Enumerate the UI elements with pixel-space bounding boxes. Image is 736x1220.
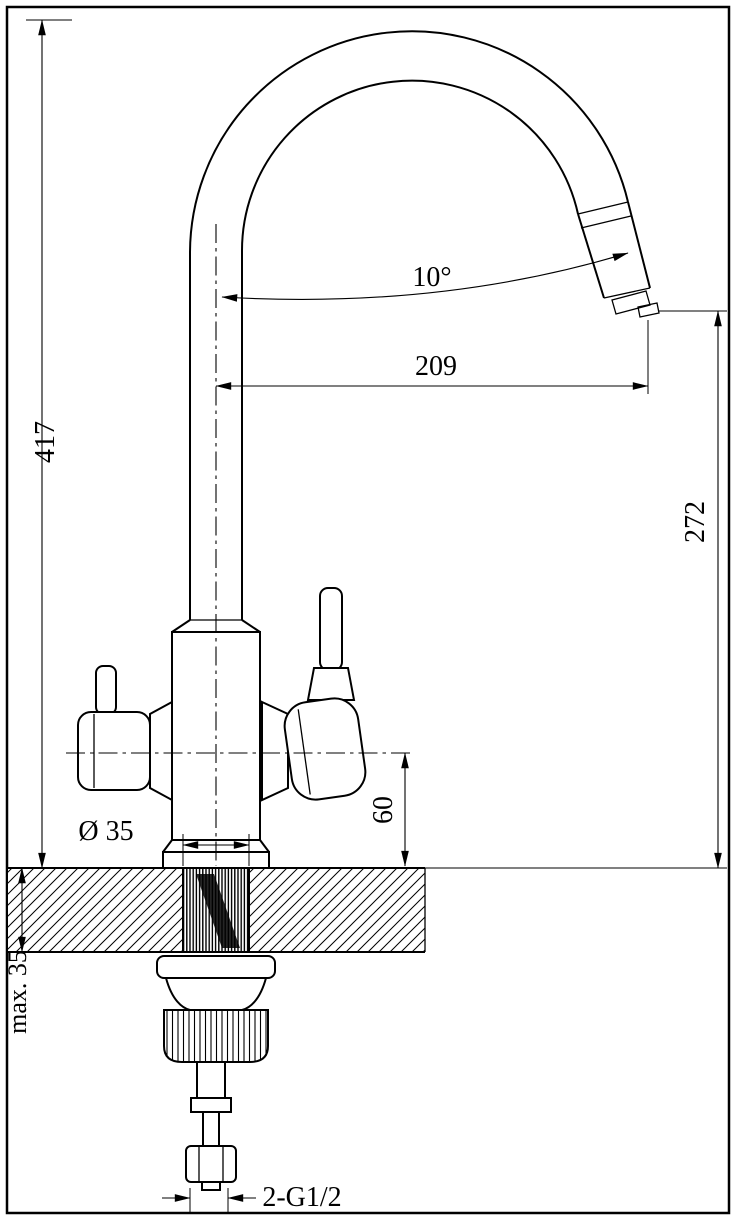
- countertop-hatch-left: [8, 869, 183, 952]
- washer-plate: [156, 955, 276, 979]
- dim-417-label: 417: [30, 421, 61, 463]
- dim-272-label: 272: [680, 501, 711, 543]
- spout-joint-line-1: [577, 201, 629, 215]
- dim-thread-label: 2-G1/2: [262, 1182, 341, 1213]
- dim-209-label: 209: [415, 351, 457, 382]
- hose-nut-stub: [201, 1181, 221, 1191]
- body-flare-left: [171, 619, 191, 633]
- left-handle-knob: [95, 665, 117, 715]
- hose-nut: [185, 1145, 237, 1191]
- aerator-tip: [637, 302, 660, 318]
- dim-dia-label: Ø 35: [78, 816, 133, 847]
- countertop: [8, 867, 727, 953]
- drawing-border-frame: [5, 5, 731, 1215]
- dim-max35-label: max. 35: [3, 950, 32, 1034]
- shank-thread-shading: [196, 874, 240, 948]
- left-handle-grip: [77, 711, 151, 791]
- mounting-dome: [164, 977, 268, 1011]
- right-handle-bell: [283, 697, 367, 801]
- mounting-hardware: [156, 955, 276, 1191]
- faucet-spout: [189, 30, 660, 318]
- hose-nut-body: [185, 1145, 237, 1183]
- spout-outer-curve: [189, 30, 629, 253]
- left-handle: [77, 665, 173, 802]
- dim-angle-label: 10°: [412, 262, 451, 293]
- left-handle-hub: [149, 700, 173, 802]
- spout-joint-line-2: [580, 215, 632, 229]
- supply-tube-upper: [196, 1061, 226, 1099]
- hose-nut-facets: [198, 1147, 224, 1181]
- right-handle-bell-seam: [297, 709, 311, 795]
- right-handle: [261, 587, 367, 802]
- dimension-deck-thickness: max. 35: [3, 867, 32, 1034]
- base-flare-right: [259, 839, 270, 853]
- right-handle-lever-cone: [306, 667, 356, 701]
- dimension-outlet-height: 272: [658, 310, 727, 869]
- dimension-inlet-thread: 2-G1/2: [162, 1182, 342, 1213]
- knurled-lock-nut: [163, 1009, 269, 1063]
- dim-dia-extensions: [182, 834, 250, 866]
- right-handle-lever: [319, 587, 343, 671]
- base-flare-left: [162, 839, 173, 853]
- right-handle-hub: [261, 700, 289, 802]
- supply-tube-lower: [202, 1111, 220, 1147]
- dimension-overall-height: 417: [26, 19, 72, 869]
- threaded-shank: [182, 867, 250, 953]
- dimension-aerator-angle: 10°: [221, 252, 629, 302]
- dimension-spout-reach: 209: [215, 320, 649, 394]
- spout-inner-curve: [240, 79, 579, 253]
- dimension-base-diameter: Ø 35: [78, 816, 250, 866]
- dim-60-label: 60: [368, 796, 399, 824]
- dim-angle-arc: [221, 252, 629, 302]
- supply-collar: [190, 1097, 232, 1113]
- dimension-body-height: 60: [368, 752, 409, 867]
- body-flare-right: [241, 619, 261, 633]
- faucet-body: [77, 252, 367, 869]
- nozzle-outer-edge: [627, 201, 651, 289]
- countertop-hatch-right: [249, 869, 425, 952]
